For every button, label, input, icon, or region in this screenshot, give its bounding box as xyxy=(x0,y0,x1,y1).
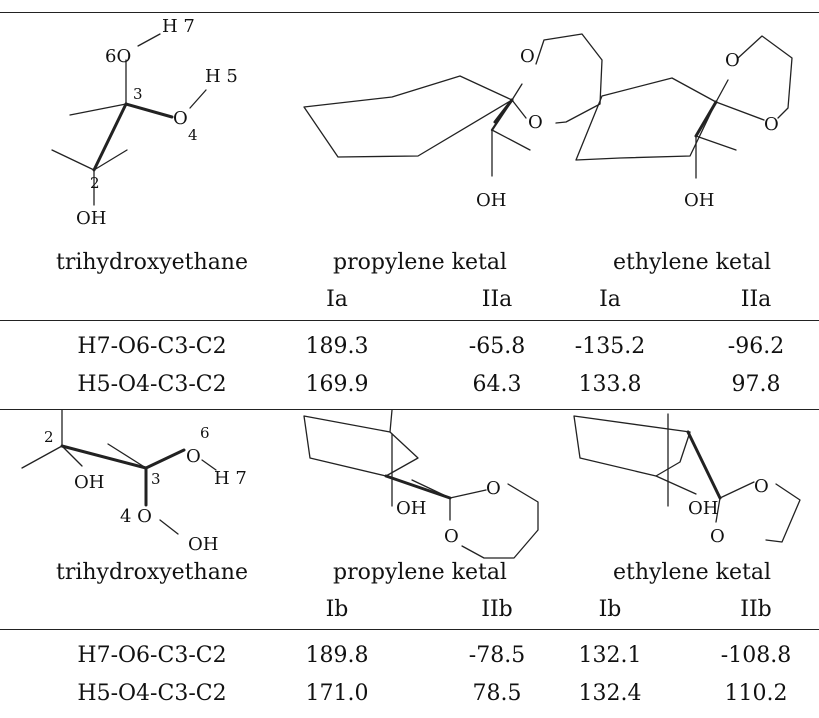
atom-o4-label: O xyxy=(173,108,188,129)
conformer-label: IIa xyxy=(740,287,772,312)
table-cell: 110.2 xyxy=(724,681,788,706)
header-rule-a xyxy=(0,320,819,321)
atom-c2-label: 2 xyxy=(44,428,54,446)
atom-o6-label: 6O xyxy=(105,46,131,67)
atom-o6-label: O xyxy=(186,446,201,467)
conformer-label: Ia xyxy=(599,287,621,312)
ethylene-o-bottom-label: O xyxy=(764,114,779,135)
atom-h7-label: H 7 xyxy=(162,16,195,37)
table-cell: -65.8 xyxy=(468,334,526,359)
table-cell: 171.0 xyxy=(305,681,369,706)
ethylene-ketal-structure-a: O O OH xyxy=(575,35,793,211)
dihedral-label: H5-O4-C3-C2 xyxy=(77,372,227,397)
propylene-o-bottom-label: O xyxy=(444,526,459,547)
table-cell: 189.8 xyxy=(305,643,369,668)
propylene-ketal-label-a: propylene ketal xyxy=(333,250,507,275)
atom-o6-number: 6 xyxy=(200,424,210,442)
atom-c3-label: 3 xyxy=(133,85,143,103)
propylene-o-bottom-label: O xyxy=(528,112,543,133)
section-divider-rule xyxy=(0,409,819,410)
ethylene-oh-label: OH xyxy=(688,498,718,519)
table-cell: 78.5 xyxy=(472,681,522,706)
conformer-label: IIa xyxy=(481,287,513,312)
trihydroxyethane-label-a: trihydroxyethane xyxy=(55,250,249,275)
dihedral-label: H5-O4-C3-C2 xyxy=(77,681,227,706)
propylene-o-top-label: O xyxy=(520,46,535,67)
table-cell: -78.5 xyxy=(468,643,526,668)
propylene-o-top-label: O xyxy=(486,478,501,499)
ethylene-o-top-label: O xyxy=(754,476,769,497)
top-rule xyxy=(0,12,819,13)
atom-h5-label: H 5 xyxy=(205,66,238,87)
table-cell: 132.4 xyxy=(578,681,642,706)
atom-oh-bottom-label: OH xyxy=(188,534,218,555)
ethylene-ketal-label-b: ethylene ketal xyxy=(612,560,772,585)
ethylene-o-top-label: O xyxy=(725,50,740,71)
propylene-ketal-label-b: propylene ketal xyxy=(333,560,507,585)
table-cell: -135.2 xyxy=(574,334,646,359)
trihydroxyethane-structure-b: 2 OH 3 6 O H 7 4 O OH xyxy=(21,409,247,555)
table-cell: -96.2 xyxy=(727,334,785,359)
conformer-label: Ia xyxy=(326,287,348,312)
atom-oh-label: OH xyxy=(76,208,106,229)
atom-oh-left-label: OH xyxy=(74,472,104,493)
propylene-ketal-structure-a: O O OH xyxy=(303,33,603,211)
ethylene-oh-label: OH xyxy=(684,190,714,211)
table-cell: 132.1 xyxy=(578,643,642,668)
atom-c2-label: 2 xyxy=(90,174,100,192)
atom-o4-number: 4 xyxy=(188,126,198,144)
propylene-oh-label: OH xyxy=(476,190,506,211)
header-rule-b xyxy=(0,629,819,630)
table-cell: 189.3 xyxy=(305,334,369,359)
table-cell: 133.8 xyxy=(578,372,642,397)
atom-h7-label: H 7 xyxy=(214,468,247,489)
trihydroxyethane-label-b: trihydroxyethane xyxy=(55,560,249,585)
dihedral-label: H7-O6-C3-C2 xyxy=(77,334,227,359)
ethylene-ketal-structure-b: O O OH xyxy=(573,413,801,547)
ethylene-ketal-label-a: ethylene ketal xyxy=(612,250,772,275)
conformer-label: Ib xyxy=(598,597,622,622)
trihydroxyethane-structure-a: 6O H 7 3 H 5 O 4 2 OH xyxy=(51,16,238,229)
ethylene-o-bottom-label: O xyxy=(710,526,725,547)
propylene-ketal-structure-b: O O OH xyxy=(303,409,539,559)
propylene-oh-label: OH xyxy=(396,498,426,519)
table-cell: 64.3 xyxy=(472,372,522,397)
table-cell: 97.8 xyxy=(731,372,781,397)
conformer-label: IIb xyxy=(740,597,772,622)
dihedral-label: H7-O6-C3-C2 xyxy=(77,643,227,668)
table-cell: -108.8 xyxy=(720,643,792,668)
atom-o4-label: 4 O xyxy=(120,506,152,527)
atom-c3-label: 3 xyxy=(151,470,161,488)
conformer-label: IIb xyxy=(481,597,513,622)
conformer-label: Ib xyxy=(325,597,349,622)
table-cell: 169.9 xyxy=(305,372,369,397)
